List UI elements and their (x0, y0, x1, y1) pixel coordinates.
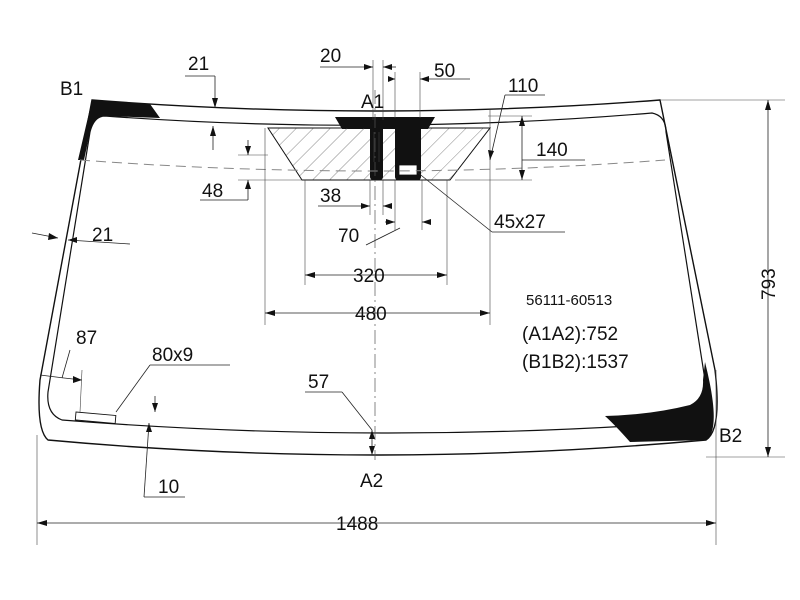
dim-45x27: 45x27 (494, 212, 546, 233)
dim-top-21: 21 (188, 54, 209, 75)
dim-side-21: 21 (92, 225, 113, 246)
dim-87: 87 (76, 328, 97, 349)
formula-a1a2: (A1A2):752 (522, 324, 618, 345)
dim-48: 48 (202, 181, 223, 202)
mirror-bracket-right (395, 118, 421, 180)
label-b2: B2 (719, 426, 742, 447)
label-a1: A1 (361, 92, 384, 113)
ceramic-top-left (78, 100, 160, 160)
label-b1: B1 (60, 79, 83, 100)
dim-10: 10 (158, 477, 179, 498)
sensor-block-45x27 (398, 164, 418, 176)
dim-480: 480 (355, 304, 387, 325)
dim-38: 38 (320, 186, 341, 207)
formula-b1b2: (B1B2):1537 (522, 352, 629, 373)
dim-top-50: 50 (434, 61, 455, 82)
part-number: 56111-60513 (526, 292, 612, 309)
vin-mark-80x9 (74, 411, 117, 424)
dim-793: 793 (759, 268, 780, 300)
dim-70: 70 (338, 226, 359, 247)
mirror-bracket-left (370, 120, 383, 180)
ceramic-bottom-right (605, 362, 714, 442)
dim-57: 57 (308, 372, 329, 393)
label-a2: A2 (360, 471, 383, 492)
sunband-dashed-line (79, 159, 666, 172)
glass-outer-outline (38, 99, 718, 456)
dim-top-20: 20 (320, 46, 341, 67)
dim-320: 320 (353, 266, 385, 287)
dim-80x9: 80x9 (152, 345, 193, 366)
dim-140: 140 (536, 140, 568, 161)
dim-110: 110 (508, 76, 538, 97)
dim-1488: 1488 (336, 514, 378, 535)
